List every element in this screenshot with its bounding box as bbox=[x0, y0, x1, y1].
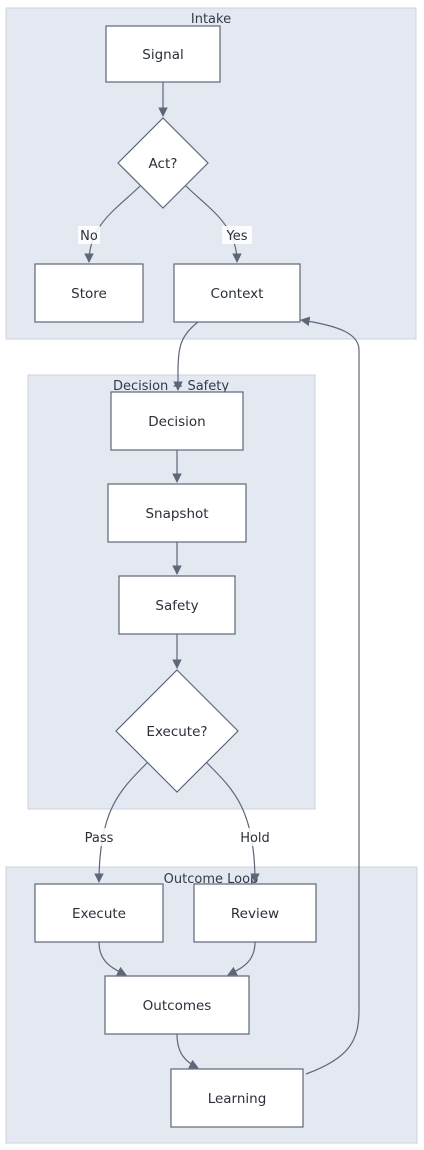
edges-layer bbox=[84, 82, 360, 1075]
node-shape-outcomes bbox=[104, 975, 250, 1035]
node-shape-learning bbox=[170, 1068, 304, 1128]
cluster-label-outcome: Outcome Loop bbox=[164, 872, 259, 887]
cluster-label-intake: Intake bbox=[191, 12, 231, 27]
node-label-safety: Safety bbox=[155, 598, 198, 614]
node-decision[interactable]: Decision bbox=[110, 391, 244, 451]
node-snapshot[interactable]: Snapshot bbox=[107, 483, 247, 543]
edge-label-bg-hold bbox=[236, 828, 274, 846]
node-label-context: Context bbox=[211, 286, 264, 302]
node-label-review: Review bbox=[231, 906, 279, 922]
node-shape-act bbox=[117, 117, 209, 209]
edge-learning-to-context bbox=[300, 316, 360, 1075]
node-shape-execute-q bbox=[115, 669, 239, 793]
node-signal[interactable]: Signal bbox=[105, 25, 221, 83]
node-label-execute-q: Execute? bbox=[146, 724, 207, 740]
node-context[interactable]: Context bbox=[173, 263, 301, 323]
node-outcomes[interactable]: Outcomes bbox=[104, 975, 250, 1035]
node-label-execute: Execute bbox=[72, 906, 126, 922]
node-review[interactable]: Review bbox=[193, 883, 317, 943]
node-shape-review bbox=[193, 883, 317, 943]
node-label-act: Act? bbox=[149, 156, 178, 172]
edge-label-pass: Pass bbox=[85, 831, 114, 846]
node-shape-store bbox=[34, 263, 144, 323]
node-shape-decision bbox=[110, 391, 244, 451]
node-label-learning: Learning bbox=[208, 1091, 267, 1107]
node-learning[interactable]: Learning bbox=[170, 1068, 304, 1128]
node-execute[interactable]: Execute bbox=[34, 883, 164, 943]
cluster-label-decision: Decision + Safety bbox=[113, 379, 229, 394]
edge-execute_q-to-execute bbox=[94, 761, 149, 883]
edge-review-to-outcomes bbox=[227, 941, 256, 976]
edge-label-bg-pass bbox=[80, 828, 118, 846]
node-store[interactable]: Store bbox=[34, 263, 144, 323]
edge-act-to-store bbox=[84, 185, 141, 263]
node-safety[interactable]: Safety bbox=[118, 575, 236, 635]
node-label-decision: Decision bbox=[148, 414, 205, 430]
node-shape-safety bbox=[118, 575, 236, 635]
node-shape-context bbox=[173, 263, 301, 323]
edge-label-bg-yes bbox=[222, 226, 252, 244]
edge-execute_q-to-review bbox=[205, 761, 260, 883]
node-shape-execute bbox=[34, 883, 164, 943]
node-label-signal: Signal bbox=[142, 47, 183, 63]
node-act[interactable]: Act? bbox=[117, 117, 209, 209]
node-label-snapshot: Snapshot bbox=[145, 506, 208, 522]
node-shape-signal bbox=[105, 25, 221, 83]
edge-act-to-context bbox=[185, 185, 242, 263]
edge-label-hold: Hold bbox=[240, 831, 270, 846]
node-execute-q[interactable]: Execute? bbox=[115, 669, 239, 793]
edge-label-no: No bbox=[80, 229, 98, 244]
edge-execute-to-outcomes bbox=[98, 941, 127, 976]
node-label-store: Store bbox=[71, 286, 107, 302]
edge-outcomes-to-learning bbox=[176, 1033, 199, 1069]
edge-context-to-decision bbox=[173, 321, 199, 391]
node-shape-snapshot bbox=[107, 483, 247, 543]
edge-label-yes: Yes bbox=[226, 229, 248, 244]
node-label-outcomes: Outcomes bbox=[143, 998, 212, 1014]
edge-label-bg-no bbox=[78, 226, 100, 244]
